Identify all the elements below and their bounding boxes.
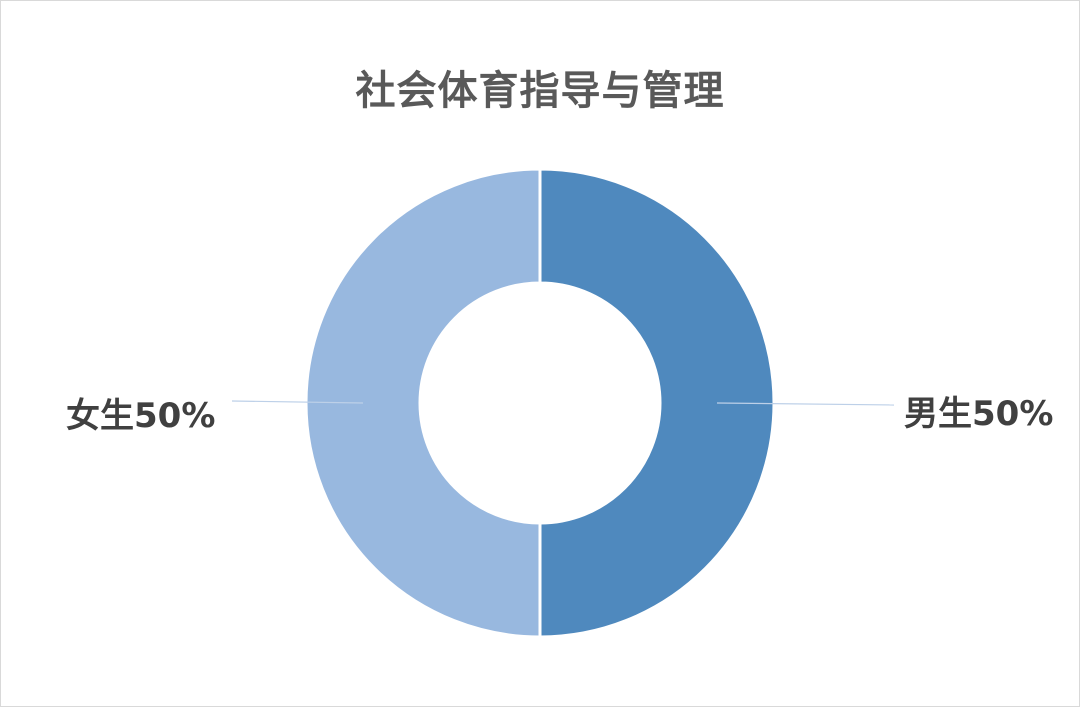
donut-slice-1	[304, 167, 542, 639]
data-label-female: 女生50%	[66, 396, 216, 436]
data-label-male: 男生50%	[904, 394, 1054, 434]
chart-title: 社会体育指导与管理	[355, 68, 725, 114]
donut-slice-0	[538, 167, 776, 639]
leader-line-1	[231, 400, 364, 404]
leader-line-0	[716, 402, 895, 406]
